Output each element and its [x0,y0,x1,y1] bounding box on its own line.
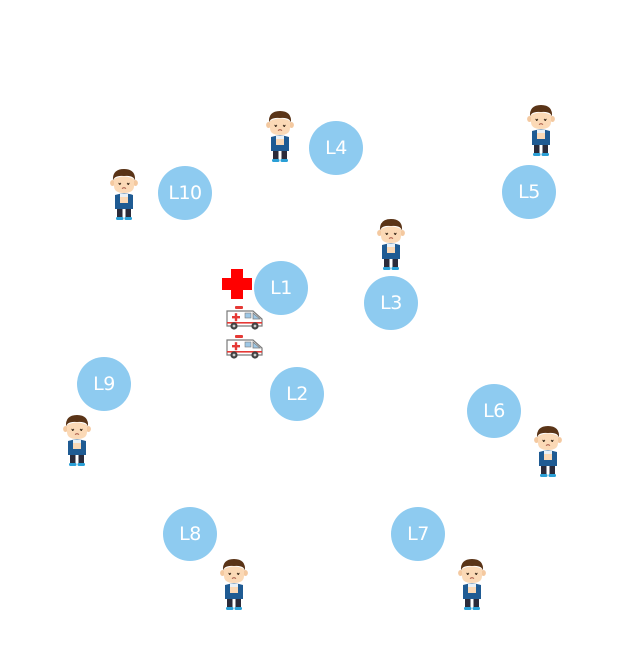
location-node-l4: L4 [309,121,363,175]
location-label: L4 [325,137,347,159]
location-node-l5: L5 [502,165,556,219]
red-cross-icon [222,269,252,299]
location-label: L1 [270,277,292,299]
location-node-l10: L10 [158,166,212,220]
location-label: L5 [518,181,540,203]
patient-icon [458,559,486,610]
location-label: L6 [483,400,505,422]
location-node-l3: L3 [364,276,418,330]
patient-icon [63,415,91,466]
location-label: L8 [179,523,201,545]
ambulance-icon [226,335,263,359]
patient-icon [266,111,294,162]
location-node-l9: L9 [77,357,131,411]
ambulance-icon [226,306,263,330]
location-node-l1: L1 [254,261,308,315]
patient-icon [220,559,248,610]
location-node-l8: L8 [163,507,217,561]
location-label: L3 [380,292,402,314]
location-label: L2 [286,383,308,405]
location-node-l7: L7 [391,507,445,561]
location-node-l2: L2 [270,367,324,421]
patient-icon [527,105,555,156]
location-node-l6: L6 [467,384,521,438]
patient-icon [534,426,562,477]
patient-icon [377,219,405,270]
location-label: L7 [407,523,429,545]
patient-icon [110,169,138,220]
location-label: L10 [168,182,202,204]
location-label: L9 [93,373,115,395]
